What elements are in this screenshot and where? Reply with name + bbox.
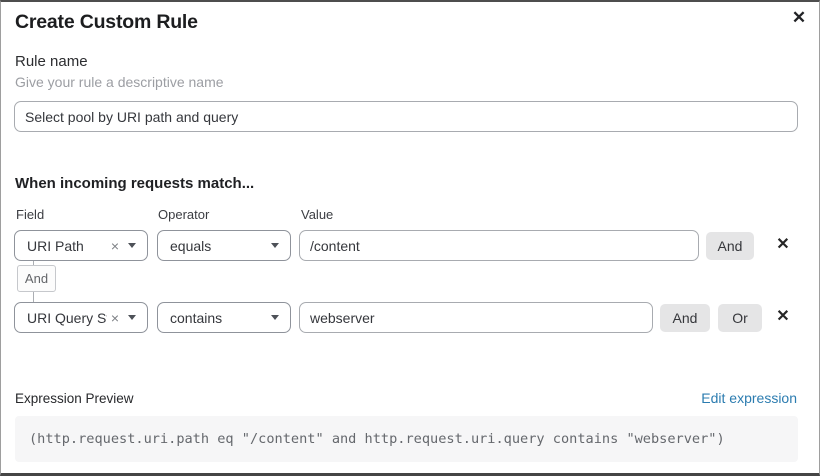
value-input-row2[interactable] [299, 302, 653, 333]
field-select-row1[interactable]: URI Path × [14, 230, 148, 261]
and-connector-badge: And [17, 265, 56, 292]
expression-code: (http.request.uri.path eq "/content" and… [29, 431, 725, 447]
operator-select-row1[interactable]: equals [157, 230, 291, 261]
operator-select-row2-value: contains [170, 309, 223, 326]
and-button-row1[interactable]: And [706, 232, 754, 260]
clear-selection-icon[interactable]: × [110, 237, 119, 254]
chevron-down-icon [128, 243, 136, 248]
rule-name-input[interactable] [14, 101, 798, 132]
edit-expression-link[interactable]: Edit expression [701, 390, 797, 406]
and-button-row2[interactable]: And [660, 304, 710, 332]
chevron-down-icon [128, 315, 136, 320]
field-select-row2-value: URI Query St... [27, 309, 107, 326]
operator-select-row2[interactable]: contains [157, 302, 291, 333]
field-select-row1-value: URI Path [27, 237, 84, 254]
delete-row-icon[interactable]: ✕ [776, 236, 790, 253]
match-section-heading: When incoming requests match... [15, 175, 255, 192]
page-title: Create Custom Rule [15, 11, 198, 33]
close-icon[interactable]: ✕ [791, 8, 807, 27]
value-column-label: Value [301, 207, 334, 222]
field-column-label: Field [16, 207, 45, 222]
expression-preview-label: Expression Preview [15, 391, 134, 406]
delete-row-icon[interactable]: ✕ [776, 308, 790, 325]
operator-column-label: Operator [158, 207, 210, 222]
clear-selection-icon[interactable]: × [110, 309, 119, 326]
value-input-row1[interactable] [299, 230, 699, 261]
field-select-row2[interactable]: URI Query St... × [14, 302, 148, 333]
rule-name-label: Rule name [15, 53, 88, 70]
chevron-down-icon [271, 243, 279, 248]
chevron-down-icon [271, 315, 279, 320]
expression-code-block: (http.request.uri.path eq "/content" and… [15, 416, 798, 462]
rule-name-helper: Give your rule a descriptive name [15, 74, 224, 90]
or-button-row2[interactable]: Or [718, 304, 762, 332]
operator-select-row1-value: equals [170, 237, 212, 254]
